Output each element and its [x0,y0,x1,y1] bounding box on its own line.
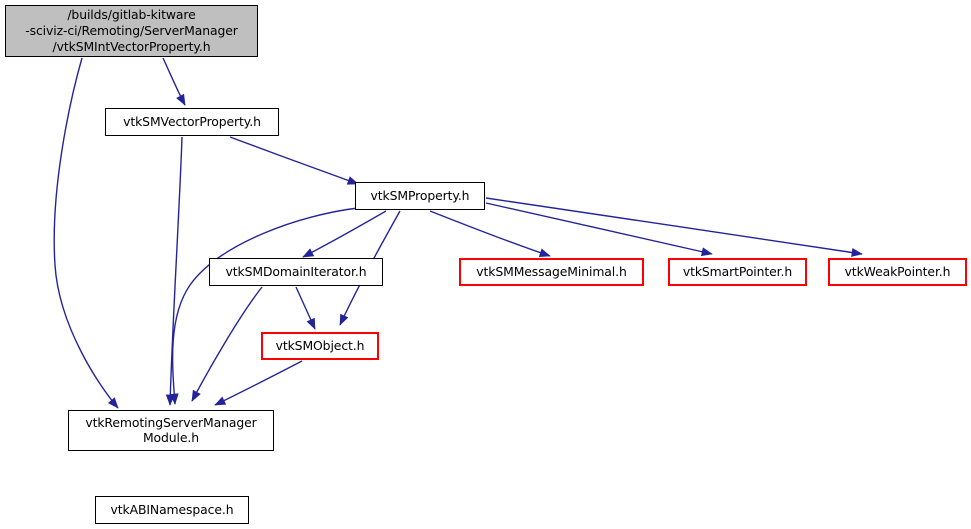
graph-node-weakpointer[interactable]: vtkWeakPointer.h [828,258,967,286]
graph-node-label-abinamespace: vtkABINamespace.h [110,501,234,517]
graph-node-label-vectorproperty: vtkSMVectorProperty.h [123,113,261,129]
graph-node-label-property: vtkSMProperty.h [370,187,470,203]
graph-edge-property-to-domainiterator [302,210,387,258]
graph-node-label-smartpointer: vtkSmartPointer.h [682,263,793,279]
graph-edge-root-to-vectorproperty [162,57,186,106]
graph-node-smobject[interactable]: vtkSMObject.h [261,332,379,360]
graph-edge-property-to-weakpointer [485,197,863,257]
graph-node-module[interactable]: vtkRemotingServerManager Module.h [68,410,274,451]
graph-node-label-module: vtkRemotingServerManager Module.h [85,415,257,445]
graph-edge-property-to-messageminimal [429,210,551,257]
graph-node-label-root: /builds/gitlab-kitware -sciviz-ci/Remoti… [25,7,238,54]
graph-edge-domainiterator-to-module [191,286,263,402]
graph-node-property[interactable]: vtkSMProperty.h [355,182,485,210]
graph-edge-vectorproperty-to-property [229,136,359,185]
graph-edge-property-to-module [169,207,359,405]
graph-node-label-smobject: vtkSMObject.h [275,337,365,353]
graph-node-label-weakpointer: vtkWeakPointer.h [844,263,951,279]
graph-node-vectorproperty[interactable]: vtkSMVectorProperty.h [105,108,279,136]
graph-node-root[interactable]: /builds/gitlab-kitware -sciviz-ci/Remoti… [5,5,258,57]
graph-node-domainiterator[interactable]: vtkSMDomainIterator.h [209,258,383,286]
graph-edge-vectorproperty-to-module [165,136,183,406]
graph-node-abinamespace[interactable]: vtkABINamespace.h [95,496,249,524]
graph-node-messageminimal[interactable]: vtkSMMessageMinimal.h [459,258,644,286]
graph-edge-smobject-to-module [214,360,303,406]
graph-edge-root-to-module [53,57,119,409]
graph-node-smartpointer[interactable]: vtkSmartPointer.h [668,258,807,286]
graph-edge-property-to-smartpointer [485,202,713,257]
graph-node-label-messageminimal: vtkSMMessageMinimal.h [476,263,627,279]
graph-edge-domainiterator-to-smobject [295,286,316,330]
graph-node-label-domainiterator: vtkSMDomainIterator.h [225,263,367,279]
